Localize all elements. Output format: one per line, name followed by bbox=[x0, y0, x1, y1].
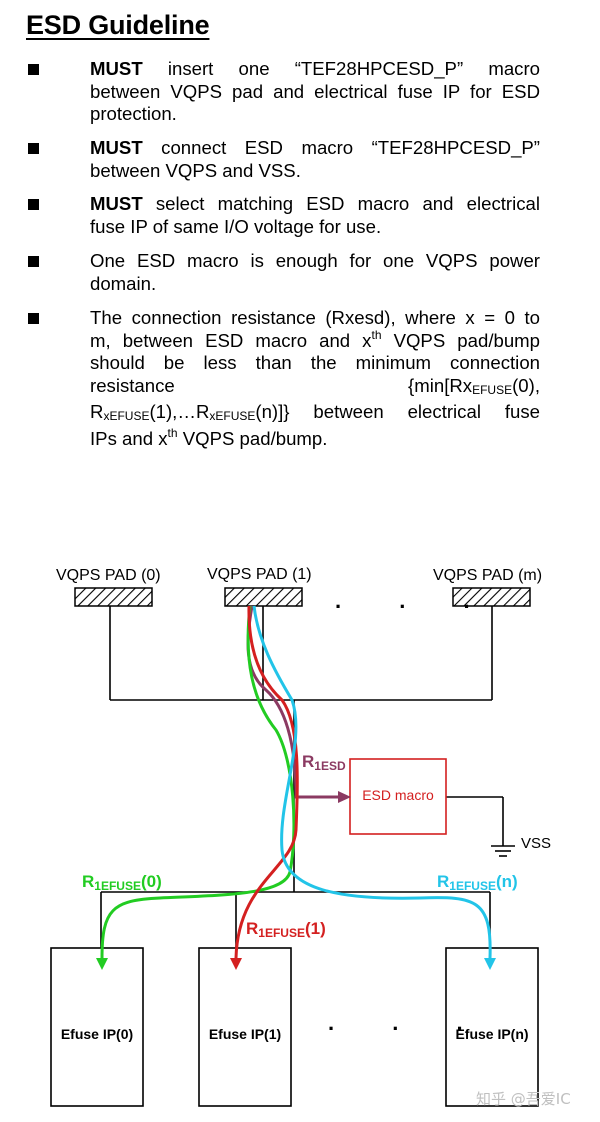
efuse-ip-0-label: Efuse IP(0) bbox=[61, 1026, 133, 1042]
bullet-2: MUST connect ESD macro “TEF28HPCESD_P” b… bbox=[28, 137, 540, 182]
vqps-pad-1 bbox=[224, 587, 303, 607]
r-efuse-0-path bbox=[100, 605, 296, 959]
must-keyword: MUST bbox=[90, 137, 143, 158]
efuse-ip-0-box bbox=[50, 947, 144, 1107]
square-bullet-icon bbox=[28, 313, 39, 324]
r-efuse-0-label: R1EFUSE(0) bbox=[82, 872, 162, 893]
r-efuse-0-arrow-icon bbox=[96, 958, 108, 970]
r-efuse-1-path bbox=[234, 605, 299, 959]
square-bullet-icon bbox=[28, 64, 39, 75]
efuse-ip-n-box bbox=[445, 947, 539, 1107]
pad-label-1: VQPS PAD (1) bbox=[207, 566, 312, 583]
r-efuse-1-label: R1EFUSE(1) bbox=[246, 919, 326, 940]
esd-macro-box bbox=[349, 758, 447, 835]
pad-ellipsis: . . . bbox=[335, 588, 496, 613]
bullet-3: MUST select matching ESD macro and elect… bbox=[28, 193, 540, 238]
esd-macro-label: ESD macro bbox=[362, 787, 434, 803]
r-efuse-n-label: R1EFUSE(n) bbox=[437, 872, 518, 893]
r-efuse-1-arrow-icon bbox=[230, 958, 242, 970]
r-efuse-n-arrow-icon bbox=[484, 958, 496, 970]
r-esd-arrow-icon bbox=[338, 791, 351, 803]
watermark: 知乎 @吾爱IC bbox=[476, 1090, 571, 1108]
must-keyword: MUST bbox=[90, 193, 143, 214]
pad-label-m: VQPS PAD (m) bbox=[433, 567, 542, 584]
efuse-ip-n-label: Efuse IP(n) bbox=[455, 1026, 528, 1042]
r-efuse-n-path bbox=[252, 605, 492, 959]
must-keyword: MUST bbox=[90, 58, 143, 79]
vss-label: VSS bbox=[521, 835, 551, 852]
r-esd-label: R1ESD bbox=[302, 752, 346, 773]
efuse-ip-1-label: Efuse IP(1) bbox=[209, 1026, 281, 1042]
pad-label-0: VQPS PAD (0) bbox=[56, 567, 161, 584]
bullet-5: The connection resistance (Rxesd), where… bbox=[28, 307, 540, 451]
vqps-pad-0 bbox=[74, 587, 153, 607]
square-bullet-icon bbox=[28, 199, 39, 210]
bullet-1: MUST insert one “TEF28HPCESD_P” macro be… bbox=[28, 58, 540, 126]
bullet-4: One ESD macro is enough for one VQPS pow… bbox=[28, 250, 540, 295]
page-title: ESD Guideline bbox=[26, 10, 210, 40]
efuse-ellipsis: . . . bbox=[328, 1010, 489, 1035]
ground-icon bbox=[491, 845, 515, 857]
square-bullet-icon bbox=[28, 143, 39, 154]
square-bullet-icon bbox=[28, 256, 39, 267]
efuse-ip-1-box bbox=[198, 947, 292, 1107]
